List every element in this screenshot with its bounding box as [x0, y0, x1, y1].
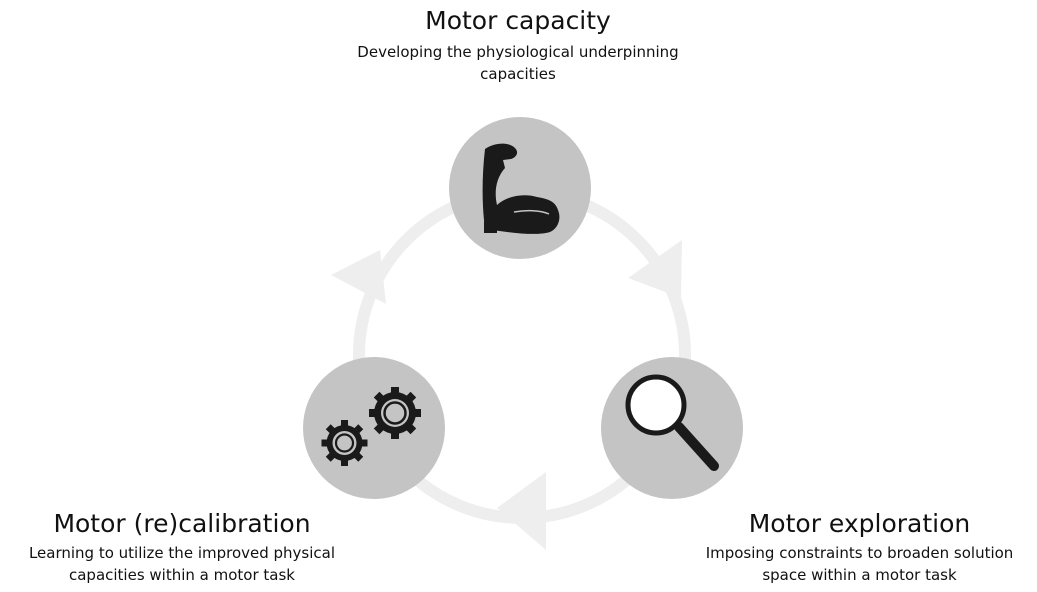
- large-gear-icon: [369, 387, 421, 439]
- cycle-arrow-right: [628, 240, 682, 298]
- cycle-arrow-left: [331, 250, 386, 304]
- capacity-node: [449, 117, 591, 259]
- calibration-circle: [303, 357, 445, 499]
- calibration-node: [303, 357, 445, 499]
- exploration-node: [601, 357, 743, 499]
- capacity-description-line-2: capacities: [480, 65, 556, 83]
- calibration-description-line-2: capacities within a motor task: [68, 566, 295, 584]
- exploration-description: Imposing constraints to broaden solution…: [682, 542, 1037, 586]
- small-gear-icon: [321, 420, 368, 466]
- calibration-title: Motor (re)calibration: [53, 509, 311, 538]
- exploration-description-line-1: Imposing constraints to broaden solution: [705, 544, 1014, 562]
- capacity-description: Developing the physiological underpinnin…: [318, 41, 718, 85]
- gears-icon: [321, 387, 421, 466]
- capacity-title: Motor capacity: [425, 6, 611, 35]
- cycle-arrow-bottom: [497, 472, 546, 550]
- magnifying-glass-icon: [625, 374, 719, 471]
- exploration-description-line-2: space within a motor task: [762, 566, 957, 584]
- capacity-description-line-1: Developing the physiological underpinnin…: [357, 43, 679, 61]
- capacity-circle: [449, 117, 591, 259]
- flexed-arm-icon: [482, 143, 560, 234]
- calibration-description-line-1: Learning to utilize the improved physica…: [28, 544, 336, 562]
- calibration-description: Learning to utilize the improved physica…: [0, 542, 364, 586]
- exploration-title: Motor exploration: [748, 509, 971, 538]
